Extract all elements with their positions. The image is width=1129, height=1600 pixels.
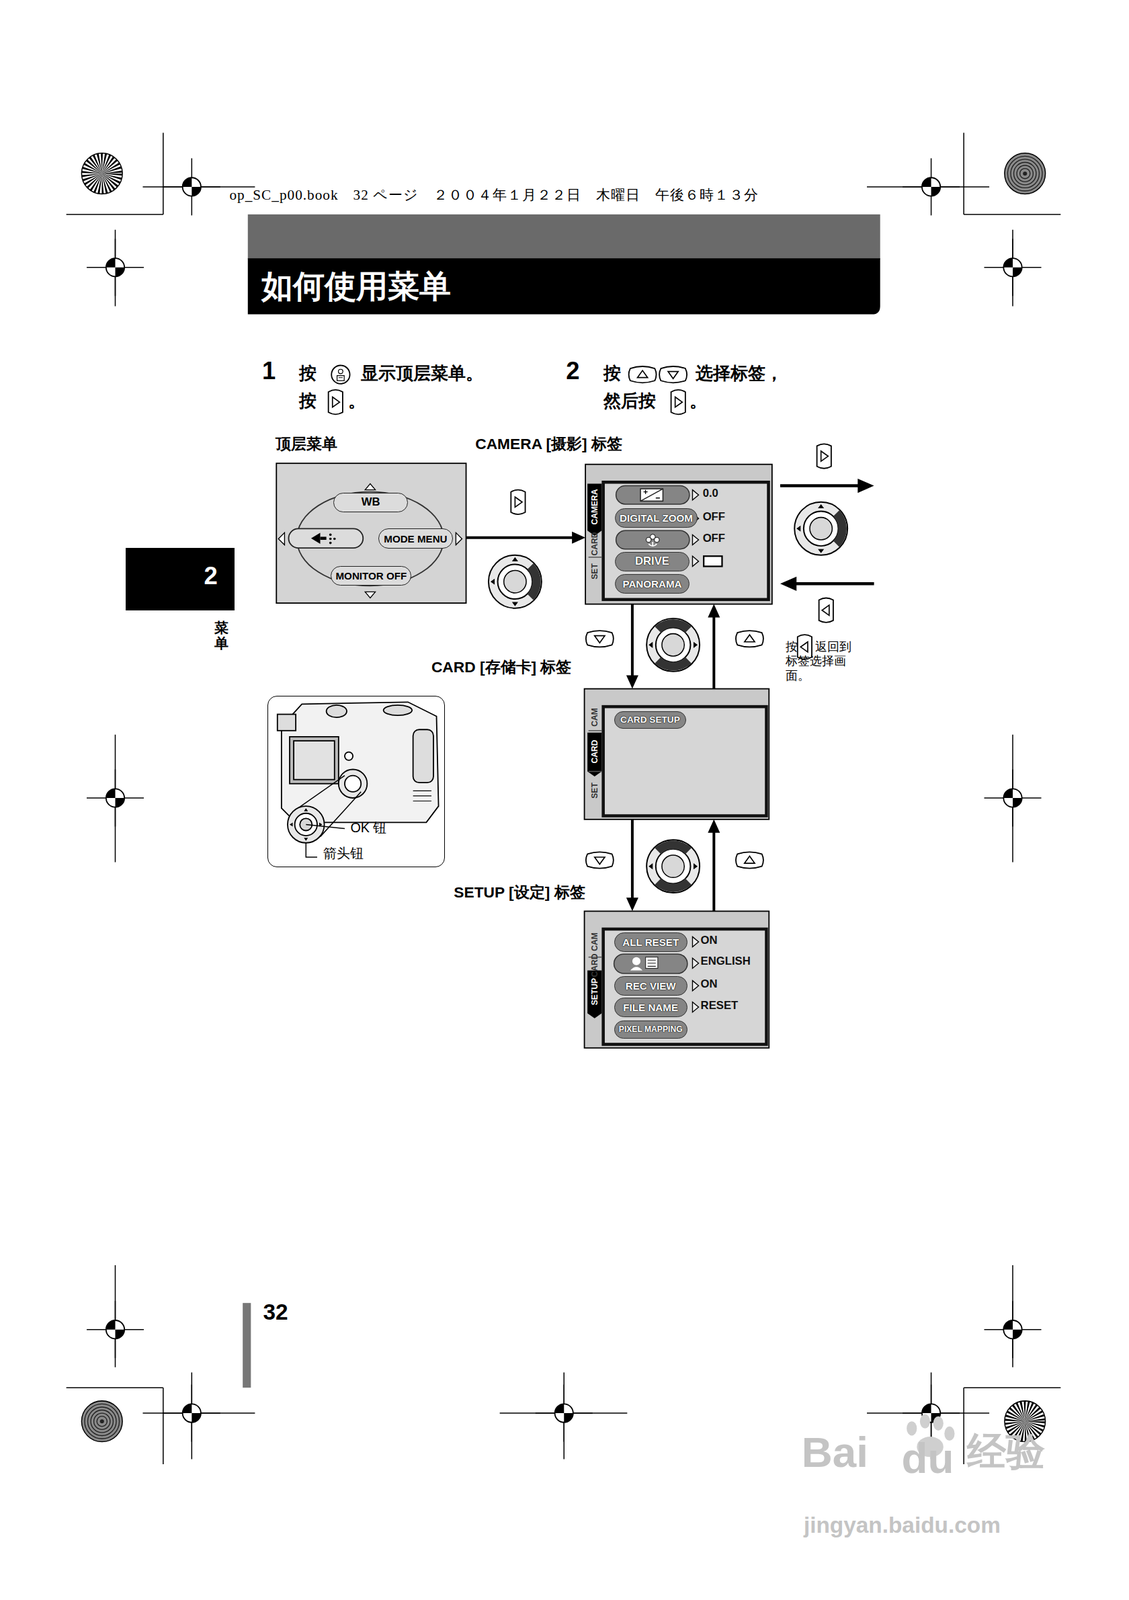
side-arrows	[780, 478, 875, 591]
menu-item: CARD SETUP	[614, 711, 687, 729]
tab-label: CARD	[590, 952, 599, 977]
node-text: DIGITAL ZOOM	[619, 512, 693, 523]
node-text: WB	[361, 496, 381, 509]
text-label: 按	[785, 639, 798, 655]
connector-arrow	[707, 603, 720, 689]
text-label: 32	[263, 1298, 289, 1326]
text-label: 按	[299, 390, 317, 412]
node-text: ALL RESET	[622, 936, 679, 947]
node-text: PIXEL MAPPING	[618, 1024, 683, 1033]
node-text: MODE MENU	[383, 533, 447, 544]
tab-label: SETUP	[590, 977, 599, 1005]
menu-item: DRIVE	[614, 551, 690, 572]
node-text: FILE NAME	[622, 1001, 679, 1013]
node-text: CARD [存储卡] 标签	[431, 657, 572, 677]
title-bar	[247, 258, 881, 314]
text-label: jingyan.baidu.com	[803, 1511, 1001, 1539]
camera-drawing	[277, 701, 439, 857]
text-label: RESET	[700, 998, 739, 1013]
node-text: CAMERA [摄影] 标签	[475, 434, 623, 453]
arrow-head	[707, 819, 720, 833]
node-text: SETUP [设定] 标签	[453, 883, 585, 902]
page-title: 如何使用菜单	[261, 267, 451, 306]
arrow-head	[626, 897, 639, 911]
chapter-tab: 2	[125, 547, 235, 611]
node-text: OK 钮	[350, 819, 388, 836]
menu-screen: 顶层菜单WBMODE MENUMONITOR OFF	[276, 463, 466, 603]
text-label: 菜单	[214, 620, 229, 652]
title-band	[247, 214, 881, 260]
text-label: 选择标签，	[695, 362, 783, 384]
tab-label: CAMERA	[590, 489, 599, 525]
text-label: Bai	[801, 1426, 869, 1478]
text-label: 显示顶层菜单。	[360, 362, 484, 384]
camera-illustration-box: OK 钮箭头钮	[267, 695, 445, 867]
text-label: 0.0	[702, 486, 719, 500]
card-tab-screen	[584, 688, 770, 820]
text-label: ON	[700, 933, 718, 947]
arrow-head	[707, 603, 720, 617]
connector-line	[712, 615, 716, 689]
setup-tab-screen	[584, 910, 770, 1048]
menu-button: MODE MENU	[378, 528, 453, 549]
node-text: DRIVE	[635, 555, 670, 568]
menu-button: WB	[333, 492, 408, 513]
arrow-head	[626, 674, 639, 689]
text-label: 返回到标签选择画面。	[785, 639, 853, 685]
connector-arrow	[626, 819, 639, 912]
node-text: PANORAMA	[622, 578, 682, 589]
connector-line	[631, 603, 634, 677]
text-label: du	[901, 1432, 955, 1484]
text-label: 按	[603, 362, 621, 384]
text-label: 2	[565, 356, 580, 386]
text-label: 1	[262, 356, 276, 386]
menu-item: PIXEL MAPPING	[614, 1020, 688, 1039]
menu-button: MONITOR OFF	[330, 565, 412, 586]
menu-item: FILE NAME	[614, 997, 688, 1017]
text-label: OFF	[702, 510, 726, 524]
node-text: 箭头钮	[323, 845, 364, 862]
top-menu-screen	[276, 463, 466, 603]
node-text: CARD SETUP	[620, 715, 681, 725]
node-text: REC VIEW	[625, 980, 677, 991]
node-text: 顶层菜单	[275, 434, 338, 453]
connector-line	[466, 536, 574, 539]
crop-marks	[66, 132, 1062, 1463]
node-text: 2	[204, 561, 218, 591]
connector-line	[631, 819, 634, 900]
connector-arrow	[466, 531, 587, 544]
connector-arrow	[626, 603, 639, 689]
menu-item: DIGITAL ZOOM	[614, 508, 698, 528]
text-label: 。	[689, 390, 707, 412]
page-number-bar	[242, 1302, 251, 1388]
text-label: 经验	[967, 1428, 1045, 1475]
tab-label: CARD	[590, 531, 599, 556]
connector-line	[712, 831, 716, 912]
tab-label: SET	[590, 782, 599, 799]
camera-tab-screen	[585, 464, 773, 605]
connector-arrow	[707, 819, 720, 912]
menu-screen: SETUP [设定] 标签ALL RESETREC VIEWFILE NAMEP…	[584, 910, 770, 1048]
arrow-head	[571, 531, 586, 544]
tab-label: CAM	[590, 707, 599, 727]
menu-screen: CARD [存储卡] 标签CARD SETUP	[584, 688, 770, 819]
text-label: OFF	[702, 531, 726, 546]
text-label: 然后按	[603, 390, 656, 412]
header-line: op_SC_p00.book 32 ページ ２００４年１月２２日 木曜日 午後６…	[229, 186, 759, 205]
menu-item: ALL RESET	[614, 932, 688, 952]
menu-screen: CAMERA [摄影] 标签DIGITAL ZOOMDRIVEPANORAMA	[585, 464, 773, 605]
text-label: 。	[348, 390, 366, 412]
text-label: 按	[299, 362, 317, 384]
text-label: ENGLISH	[700, 954, 751, 968]
tab-label: CARD	[590, 739, 599, 764]
text-label: ON	[700, 977, 718, 991]
menu-item: PANORAMA	[614, 573, 690, 594]
menu-item: REC VIEW	[614, 975, 688, 996]
node-text: MONITOR OFF	[335, 570, 407, 581]
tab-label: SET	[590, 563, 599, 580]
tab-label: CAM	[590, 932, 599, 951]
